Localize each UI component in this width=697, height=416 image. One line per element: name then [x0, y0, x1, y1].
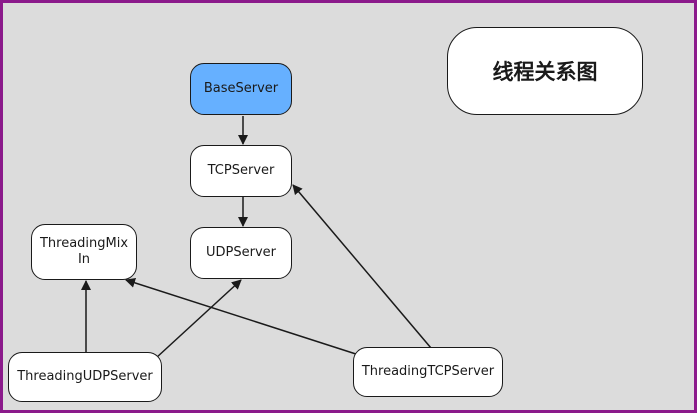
node-threading-udp-server[interactable]: ThreadingUDPServer: [8, 352, 162, 402]
node-base-server[interactable]: BaseServer: [190, 63, 292, 115]
node-tcp-server[interactable]: TCPServer: [190, 145, 292, 197]
edge-layer: [81, 116, 432, 359]
edge-threadingudp-to-udp: [155, 279, 242, 359]
diagram-title: 线程关系图: [447, 27, 643, 115]
node-threading-mixin[interactable]: ThreadingMix In: [31, 224, 137, 280]
edge-threadingtcp-to-tcp: [292, 184, 432, 349]
node-udp-server[interactable]: UDPServer: [190, 227, 292, 279]
node-threading-tcp-server[interactable]: ThreadingTCPServer: [353, 347, 503, 397]
edge-threadingtcp-to-mixin: [125, 277, 360, 356]
